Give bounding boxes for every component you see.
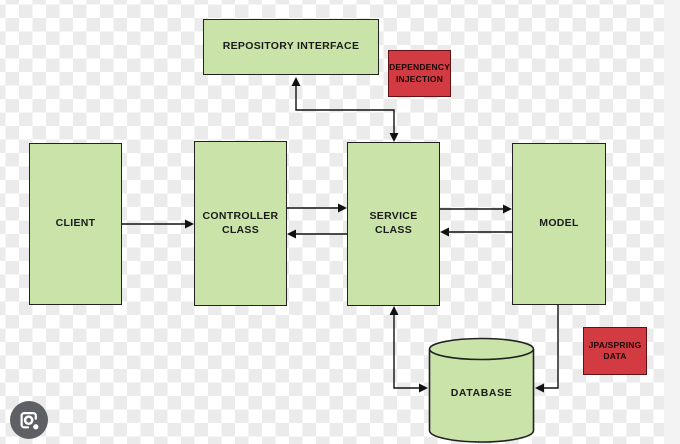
node-repository-interface-label: REPOSITORY INTERFACE <box>222 40 360 53</box>
annotation-jpa-spring-data: JPA/SPRING DATA <box>583 327 647 375</box>
google-lens-camera-icon <box>20 411 38 429</box>
google-lens-button[interactable] <box>10 401 48 439</box>
edge-client-controller <box>122 219 194 229</box>
database-cylinder-shape <box>428 337 535 443</box>
annotation-jpa-spring-data-label: JPA/SPRING DATA <box>588 339 642 361</box>
edge-model-database <box>535 305 559 393</box>
edge-service-model <box>440 204 512 237</box>
edge-service-database <box>389 306 428 393</box>
node-repository-interface: REPOSITORY INTERFACE <box>203 19 379 75</box>
node-model: MODEL <box>512 143 606 305</box>
annotation-dependency-injection: DEPENDENCY INJECTION <box>388 50 451 97</box>
edge-controller-service <box>287 203 347 239</box>
node-database-label: DATABASE <box>450 387 513 399</box>
node-database: DATABASE <box>428 337 535 443</box>
right-edge-strip <box>664 0 680 444</box>
annotation-dependency-injection-label: DEPENDENCY INJECTION <box>389 62 451 84</box>
node-controller-class: CONTROLLER CLASS <box>194 141 287 306</box>
node-client: CLIENT <box>29 143 122 305</box>
node-client-label: CLIENT <box>55 217 96 230</box>
node-controller-class-label: CONTROLLER CLASS <box>202 209 279 236</box>
edge-repository-service <box>291 77 399 142</box>
node-service-class-label: SERVICE CLASS <box>369 210 418 236</box>
node-model-label: MODEL <box>539 217 579 230</box>
node-service-class: SERVICE CLASS <box>347 142 440 306</box>
